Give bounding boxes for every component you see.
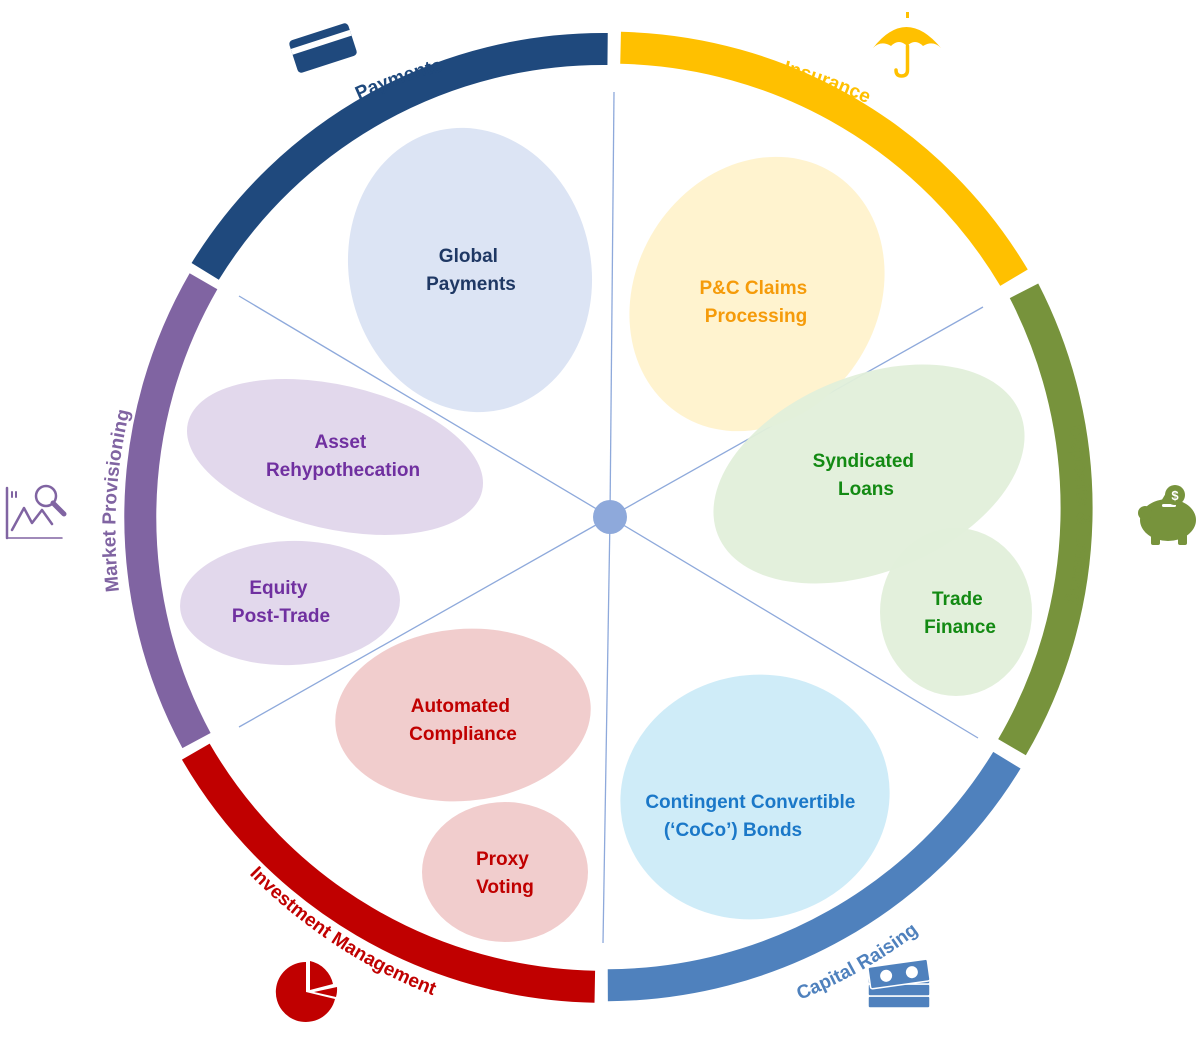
global-payments-label: Global Payments	[426, 246, 516, 295]
umbrella-icon	[873, 12, 941, 78]
pc-claims-ellipse	[629, 156, 885, 432]
spoke-line	[238, 516, 611, 728]
equity-post-trade-ellipse	[180, 540, 400, 666]
syndicated-loans-label: Syndicated Loans	[813, 451, 920, 500]
money-stack-icon	[867, 958, 931, 1009]
pc-claims-label: P&C Claims Processing	[700, 278, 813, 327]
automated-compliance-label: Automated Compliance	[409, 696, 517, 745]
credit-card-icon	[289, 23, 357, 73]
piggy-bank-icon: $	[1138, 485, 1196, 545]
trade-finance-ellipse	[880, 528, 1032, 696]
equity-post-trade-label: Equity Post-Trade	[232, 578, 330, 627]
spoke-line	[238, 295, 611, 518]
trade-finance-label: Trade Finance	[924, 589, 996, 638]
rim-deposits	[998, 283, 1093, 756]
market-analysis-icon	[5, 484, 67, 540]
coco-bonds-label: Contingent Convertible (‘CoCo’) Bonds	[645, 792, 860, 841]
rim-market	[124, 273, 218, 749]
asset-rehypothecation-label: Asset Rehypothecation	[266, 432, 420, 481]
rim-insurance	[620, 31, 1028, 286]
asset-rehypothecation-ellipse	[186, 379, 484, 535]
proxy-voting-ellipse	[422, 802, 588, 942]
use-case-ellipses	[180, 127, 1032, 942]
wheel-hub	[593, 500, 627, 534]
spoke-line	[609, 516, 979, 739]
pie-chart-icon	[275, 961, 338, 1022]
coco-bonds-ellipse	[620, 674, 890, 920]
proxy-voting-label: Proxy Voting	[476, 849, 534, 898]
spoke-line	[602, 516, 611, 944]
rim-payments	[191, 32, 608, 280]
global-payments-ellipse	[347, 127, 593, 413]
wheel-rim	[124, 31, 1093, 1003]
automated-compliance-ellipse	[335, 628, 591, 802]
rim-capital	[607, 751, 1021, 1002]
wheel-spokes	[238, 91, 984, 944]
spoke-line	[609, 91, 615, 518]
svg-text:$: $	[1171, 488, 1179, 503]
rim-investment	[181, 743, 596, 1003]
